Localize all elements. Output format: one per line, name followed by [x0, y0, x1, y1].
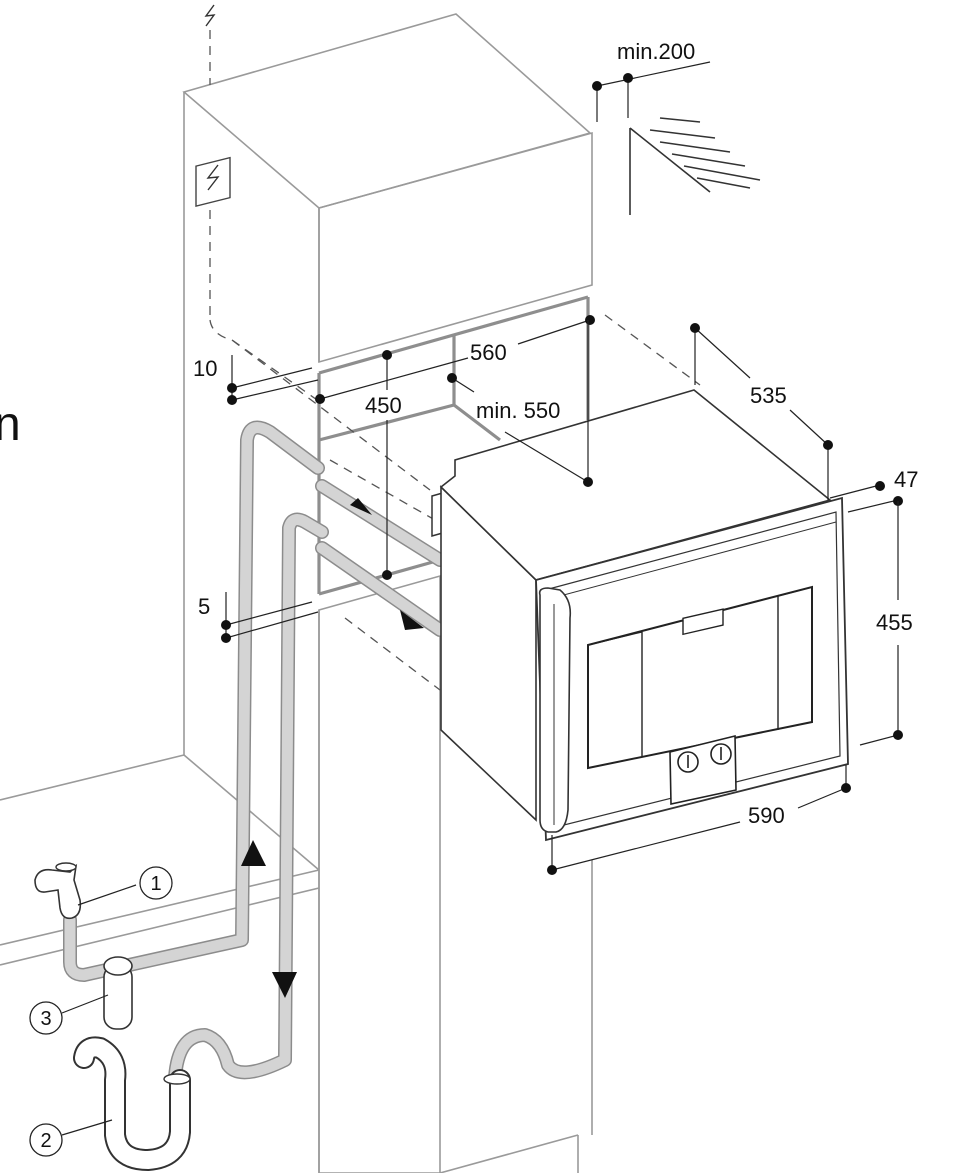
callout-2: 2: [29, 1119, 113, 1157]
dimension-590: 590: [547, 765, 851, 875]
svg-text:min. 550: min. 550: [476, 398, 560, 423]
svg-text:450: 450: [365, 393, 402, 418]
svg-text:47: 47: [894, 467, 918, 492]
callout-3: 3: [29, 994, 109, 1035]
dashed-guides: [209, 30, 701, 691]
power-supply-icon: [204, 4, 216, 27]
flow-arrow-in: [350, 498, 372, 515]
svg-text:560: 560: [470, 340, 507, 365]
svg-text:min.200: min.200: [617, 39, 695, 64]
flow-arrow-in: [400, 610, 424, 630]
flow-arrow-up: [241, 840, 266, 866]
callout-1: 1: [77, 866, 173, 906]
svg-text:590: 590: [748, 803, 785, 828]
dimension-min550: min. 550: [447, 320, 593, 487]
svg-text:2: 2: [40, 1130, 51, 1152]
water-tap-icon: [34, 862, 82, 920]
water-hoses: [63, 420, 447, 1085]
wall-hatch: [629, 117, 761, 215]
svg-text:1: 1: [150, 873, 161, 895]
drain-siphon-icon: [73, 1036, 191, 1172]
flow-arrow-down: [272, 972, 297, 998]
dimension-10: 10: [193, 355, 319, 405]
non-return-valve-icon: [103, 956, 133, 1030]
svg-text:535: 535: [750, 383, 787, 408]
dimension-535: 535: [690, 323, 833, 500]
power-supply-icon: [195, 156, 231, 208]
dimension-455: 455: [859, 501, 913, 746]
dimension-450: 450: [365, 350, 402, 580]
control-panel: [669, 608, 737, 805]
dimension-min200: min.200: [592, 39, 711, 122]
svg-text:10: 10: [193, 356, 217, 381]
dimension-5: 5: [198, 592, 319, 643]
appliance: [431, 389, 849, 842]
dimension-560: 560: [315, 315, 595, 404]
dimension-47: 47: [829, 467, 918, 513]
oven-window: [587, 585, 813, 770]
svg-text:455: 455: [876, 610, 913, 635]
svg-text:5: 5: [198, 594, 210, 619]
svg-text:3: 3: [40, 1008, 51, 1030]
cut-off-heading-fragment: n: [0, 398, 21, 451]
